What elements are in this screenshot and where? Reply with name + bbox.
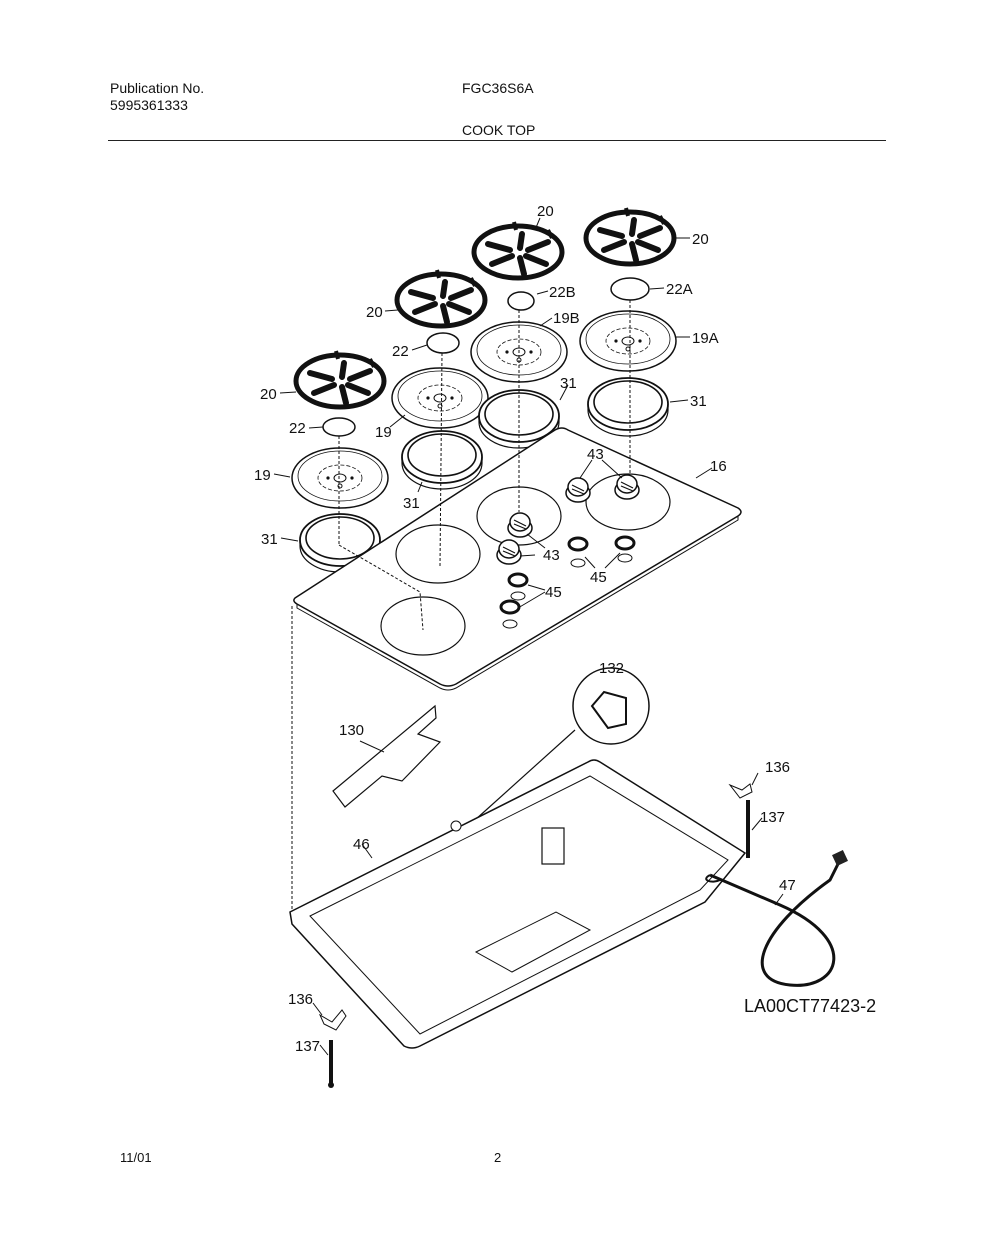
part-label: 19 bbox=[375, 424, 392, 441]
part-label: 22 bbox=[392, 343, 409, 360]
part-label: 20 bbox=[537, 203, 554, 220]
drawing-code: LA00CT77423-2 bbox=[744, 996, 876, 1016]
part-label: 31 bbox=[560, 375, 577, 392]
footer-date: 11/01 bbox=[120, 1150, 152, 1165]
burner-cap-icon bbox=[610, 277, 650, 301]
part-label: 22B bbox=[549, 284, 576, 301]
burner-cap-icon bbox=[322, 417, 356, 437]
section-title: COOK TOP bbox=[462, 122, 536, 138]
control-knob-icon bbox=[565, 477, 591, 503]
part-label: 136 bbox=[765, 759, 790, 776]
burner-head-icon bbox=[291, 447, 389, 509]
burner-cap-icon bbox=[426, 332, 460, 354]
part-label: 19A bbox=[692, 330, 719, 347]
grate-icon bbox=[296, 351, 384, 407]
part-label: 130 bbox=[339, 722, 364, 739]
burner-ring-icon bbox=[587, 377, 669, 437]
burner-ring-icon bbox=[401, 430, 483, 490]
publication-number: 5995361333 bbox=[110, 97, 188, 113]
part-label: 31 bbox=[690, 393, 707, 410]
burner-head-icon bbox=[579, 310, 677, 372]
burner-box bbox=[289, 759, 747, 1049]
publication-label: Publication No. bbox=[110, 80, 205, 96]
part-label: 20 bbox=[692, 231, 709, 248]
part-label: 19B bbox=[553, 310, 580, 327]
part-label: 31 bbox=[261, 531, 278, 548]
burner-cap-icon bbox=[507, 291, 535, 311]
part-label: 136 bbox=[288, 991, 313, 1008]
part-label: 19 bbox=[254, 467, 271, 484]
part-label: 45 bbox=[545, 584, 562, 601]
header-rule bbox=[108, 140, 886, 141]
part-label: 20 bbox=[366, 304, 383, 321]
grate-icon bbox=[474, 222, 562, 278]
part-label: 16 bbox=[710, 458, 727, 475]
grate-icon bbox=[586, 208, 674, 264]
part-label: 43 bbox=[543, 547, 560, 564]
model-number: FGC36S6A bbox=[462, 80, 534, 96]
heat-shield bbox=[332, 704, 442, 808]
page-number: 2 bbox=[494, 1150, 502, 1165]
part-label: 43 bbox=[587, 446, 604, 463]
part-label: 47 bbox=[779, 877, 796, 894]
part-label: 132 bbox=[599, 660, 624, 677]
part-label: 137 bbox=[760, 809, 785, 826]
control-knob-icon bbox=[507, 512, 533, 538]
power-cord-icon bbox=[709, 859, 842, 987]
part-label: 46 bbox=[353, 836, 370, 853]
control-knob-icon bbox=[496, 539, 522, 565]
control-knob-icon bbox=[614, 474, 640, 500]
part-label: 22 bbox=[289, 420, 306, 437]
part-label: 22A bbox=[666, 281, 693, 298]
burner-head-icon bbox=[391, 367, 489, 429]
part-label: 20 bbox=[260, 386, 277, 403]
part-label: 137 bbox=[295, 1038, 320, 1055]
part-label: 31 bbox=[403, 495, 420, 512]
part-label: 45 bbox=[590, 569, 607, 586]
grate-icon bbox=[397, 270, 485, 326]
